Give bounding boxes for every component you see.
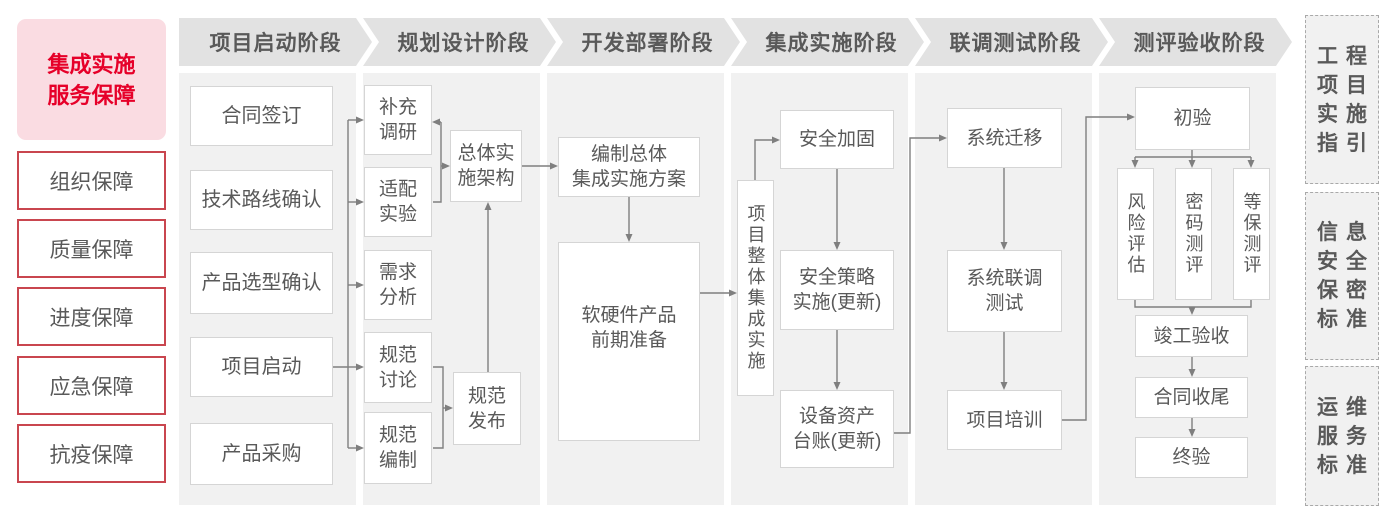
phase-header-kickoff: 项目启动阶段 [179,18,372,66]
node-contract-signing: 合同签订 [190,86,333,146]
node-contract-closeout: 合同收尾 [1135,377,1248,418]
node-asset-ledger-update: 设备资产 台账(更新) [780,390,894,468]
node-project-kickoff: 项目启动 [190,337,333,397]
standard-ops-maintenance-service: 运维 服务 标准 [1305,366,1379,506]
standard-label: 信息 安全 保密 标准 [1317,221,1375,331]
standard-project-implementation-guide: 工程 项目 实施 指引 [1305,15,1379,184]
node-overall-integration-plan: 编制总体 集成实施方案 [558,137,700,197]
node-product-selection-confirm: 产品选型确认 [190,252,333,314]
legend-item-quality: 质量保障 [17,219,166,278]
node-overall-impl-architecture: 总体实 施架构 [450,130,522,202]
node-initial-acceptance: 初验 [1135,87,1250,150]
phase-header-integration: 集成实施阶段 [731,18,924,66]
phase-header-planning: 规划设计阶段 [363,18,556,66]
node-tech-route-confirm: 技术路线确认 [190,170,333,230]
node-security-policy-impl: 安全策略 实施(更新) [780,250,894,330]
legend-item-pandemic: 抗疫保障 [17,424,166,483]
node-project-training: 项目培训 [947,390,1062,450]
node-requirement-analysis: 需求 分析 [364,250,432,320]
node-system-migration: 系统迁移 [947,108,1062,168]
node-crypto-evaluation: 密码测评 [1175,168,1212,300]
node-spec-release: 规范 发布 [453,372,521,445]
node-risk-assessment: 风险评估 [1117,168,1154,300]
node-overall-project-integration: 项目整体集成实施 [737,180,774,396]
node-spec-discussion: 规范 讨论 [364,332,432,403]
node-hw-sw-preparation: 软硬件产品 前期准备 [558,242,700,441]
node-adaptation-experiment: 适配 实验 [364,167,432,237]
phase-header-acceptance: 测评验收阶段 [1099,18,1292,66]
node-spec-drafting: 规范 编制 [364,412,432,484]
node-completion-acceptance: 竣工验收 [1135,315,1248,357]
node-security-hardening: 安全加固 [780,110,894,169]
node-supplementary-research: 补充 调研 [364,85,432,155]
phase-header-joint-test: 联调测试阶段 [915,18,1108,66]
standard-info-security-confidentiality: 信息 安全 保密 标准 [1305,192,1379,360]
legend-item-schedule: 进度保障 [17,287,166,346]
standard-label: 运维 服务 标准 [1317,395,1375,477]
standard-label: 工程 项目 实施 指引 [1317,44,1375,155]
node-final-acceptance: 终验 [1135,437,1248,478]
legend-item-organization: 组织保障 [17,151,166,210]
legend-item-emergency: 应急保障 [17,356,166,415]
legend-title: 集成实施 服务保障 [17,19,166,140]
node-product-procurement: 产品采购 [190,423,333,485]
phase-header-deployment: 开发部署阶段 [547,18,740,66]
node-system-joint-test: 系统联调 测试 [947,250,1062,332]
node-mlps-evaluation: 等保测评 [1233,168,1270,300]
